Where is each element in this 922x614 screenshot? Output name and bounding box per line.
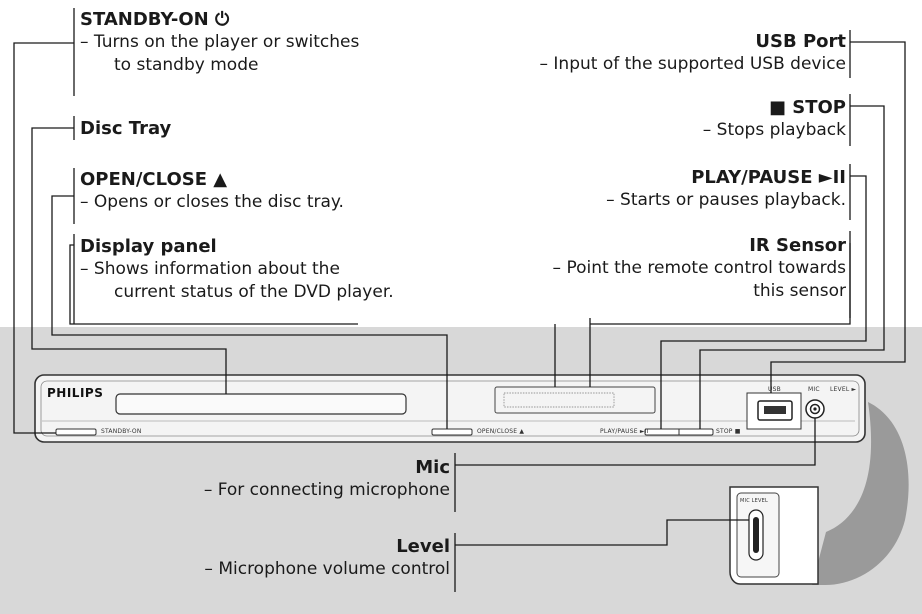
label-open-close: OPEN/CLOSE ▲ – Opens or closes the disc … xyxy=(80,168,344,214)
stop-device-label: STOP ■ xyxy=(716,428,741,435)
label-open-close-title: OPEN/CLOSE ▲ xyxy=(80,169,228,190)
display-panel-window xyxy=(503,392,615,408)
label-bars xyxy=(73,8,851,592)
dvd-player-body xyxy=(34,374,866,443)
label-mic: Mic – For connecting microphone xyxy=(204,456,450,502)
label-usb-port-desc: – Input of the supported USB device xyxy=(539,54,846,74)
leader-open-close xyxy=(51,195,448,429)
usb-device-label: USB xyxy=(768,386,781,393)
play-pause-device-label: PLAY/PAUSE ►II xyxy=(600,428,649,435)
label-standby-desc-2: to standby mode xyxy=(114,55,259,75)
leader-stop xyxy=(699,105,885,429)
label-standby-title: STANDBY-ON ⏻ xyxy=(80,9,230,30)
label-ir-sensor: IR Sensor – Point the remote control tow… xyxy=(553,234,846,303)
label-play-pause-title: PLAY/PAUSE ►II xyxy=(691,167,846,188)
leader-standby xyxy=(13,42,74,434)
inset-swoosh xyxy=(812,402,909,585)
open-close-device-label: OPEN/CLOSE ▲ xyxy=(477,428,525,435)
label-stop-title: ■ STOP xyxy=(768,97,846,118)
label-ir-sensor-desc-1: – Point the remote control towards xyxy=(552,258,846,278)
leader-mic xyxy=(455,418,816,466)
mic-level-inset xyxy=(729,486,819,585)
open-close-button[interactable] xyxy=(431,428,473,436)
leader-display-a xyxy=(69,244,358,325)
leader-lines xyxy=(13,41,906,546)
leader-usb xyxy=(770,41,906,393)
label-level: Level – Microphone volume control xyxy=(204,535,450,581)
label-ir-sensor-desc-2: this sensor xyxy=(753,281,846,301)
leader-level xyxy=(455,519,749,546)
leader-disc-tray xyxy=(31,127,227,394)
disc-tray-slot xyxy=(115,393,407,415)
label-standby-desc-1: – Turns on the player or switches xyxy=(80,32,360,52)
label-mic-desc: – For connecting microphone xyxy=(203,480,450,500)
label-disc-tray-title: Disc Tray xyxy=(80,118,172,139)
display-panel-frame xyxy=(494,386,656,414)
label-display-panel-desc-1: – Shows information about the xyxy=(80,259,340,279)
label-stop-desc: – Stops playback xyxy=(702,120,846,140)
mic-level-knob xyxy=(753,517,759,553)
label-level-desc: – Microphone volume control xyxy=(204,559,450,579)
level-device-label: LEVEL ► xyxy=(830,386,857,393)
label-level-title: Level xyxy=(396,536,450,557)
leader-play xyxy=(660,175,867,429)
label-display-panel-desc-2: current status of the DVD player. xyxy=(114,282,394,302)
label-usb-port-title: USB Port xyxy=(755,31,846,52)
label-play-pause: PLAY/PAUSE ►II – Starts or pauses playba… xyxy=(606,166,846,212)
label-ir-sensor-title: IR Sensor xyxy=(749,235,846,256)
label-disc-tray: Disc Tray xyxy=(80,117,171,140)
label-mic-title: Mic xyxy=(415,457,450,478)
label-usb-port: USB Port – Input of the supported USB de… xyxy=(540,30,846,76)
standby-device-label: STANDBY-ON xyxy=(101,428,142,435)
label-standby: STANDBY-ON ⏻ – Turns on the player or sw… xyxy=(80,8,359,77)
mic-device-label: MIC xyxy=(808,386,820,393)
brand-logo: PHILIPS xyxy=(47,386,104,400)
label-play-pause-desc: – Starts or pauses playback. xyxy=(606,190,846,210)
label-display-panel: Display panel – Shows information about … xyxy=(80,235,394,304)
label-display-panel-title: Display panel xyxy=(80,236,217,257)
mic-level-inset-label: MIC LEVEL xyxy=(740,498,768,504)
usb-port-inner xyxy=(764,406,786,414)
standby-button[interactable] xyxy=(55,428,97,436)
mic-jack-center xyxy=(813,407,817,411)
label-stop: ■ STOP – Stops playback xyxy=(703,96,846,142)
label-open-close-desc: – Opens or closes the disc tray. xyxy=(80,192,344,212)
